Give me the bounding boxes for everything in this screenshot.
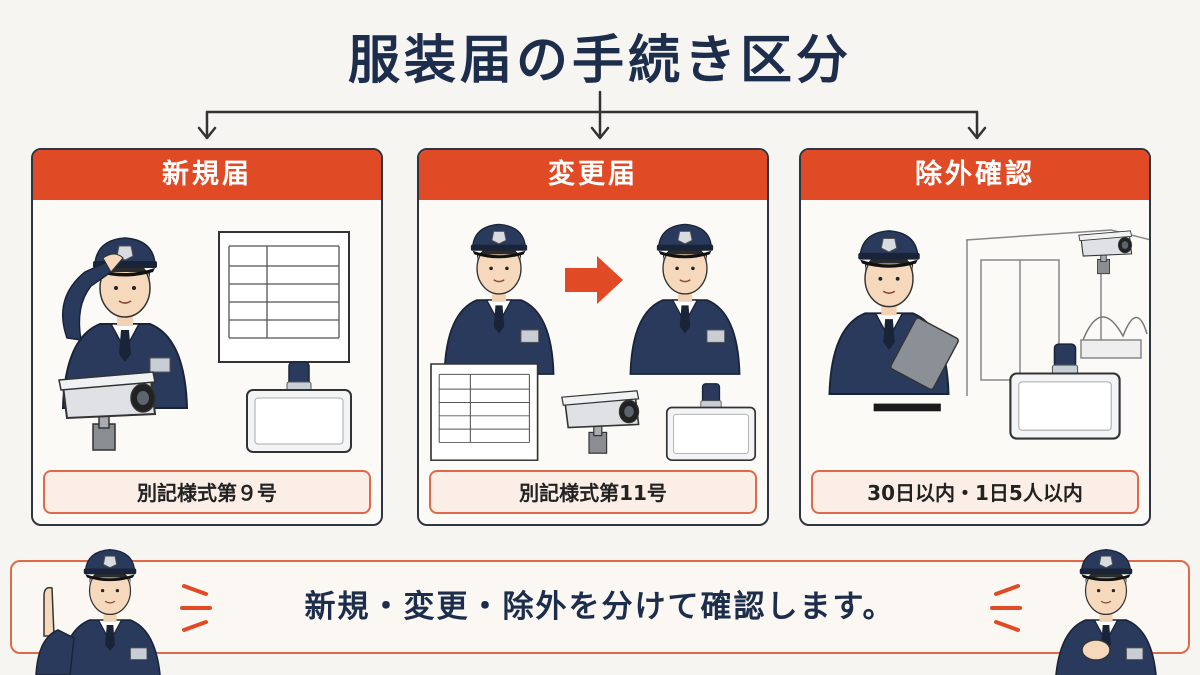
saluting-guard-icon [62, 237, 188, 409]
guard-clipboard-icon [828, 229, 959, 412]
change-arrow-icon [565, 256, 623, 304]
emphasis-lines-right-icon [990, 584, 1022, 632]
summary-text: 新規・変更・除外を分けて確認します。 [304, 589, 896, 625]
card-header-change: 変更届 [419, 150, 767, 200]
card-change-notification: 変更届 別記様式第11号 [417, 148, 769, 526]
security-camera-icon [58, 371, 156, 451]
condition-label-exclusion: 30日以内・1日5人以内 [811, 470, 1139, 514]
security-camera-icon [1078, 230, 1133, 275]
form-document-icon [430, 363, 539, 462]
pointing-guard-icon [35, 548, 162, 675]
explaining-guard-icon [1054, 548, 1158, 675]
page-title: 服装届の手続き区分 [347, 31, 852, 91]
card-header-new: 新規届 [33, 150, 381, 200]
card-body-exclusion [801, 200, 1149, 464]
card-body-change [419, 200, 767, 464]
card-body-new [33, 200, 381, 464]
form-label-new: 別記様式第９号 [43, 470, 371, 514]
id-badge-icon [665, 382, 757, 462]
form-label-change: 別記様式第11号 [429, 470, 757, 514]
guard-after-icon [629, 223, 741, 375]
card-exclusion-check: 除外確認 30日以内・1日5人以内 [799, 148, 1151, 526]
card-new-notification: 新規届 別記様式第９号 [31, 148, 383, 526]
card-header-exclusion: 除外確認 [801, 150, 1149, 200]
security-camera-icon [560, 389, 640, 455]
form-document-icon [218, 231, 350, 363]
emphasis-lines-left-icon [180, 584, 212, 632]
id-badge-icon [246, 361, 352, 453]
connector-arrows [197, 90, 987, 140]
guard-before-icon [443, 223, 555, 375]
